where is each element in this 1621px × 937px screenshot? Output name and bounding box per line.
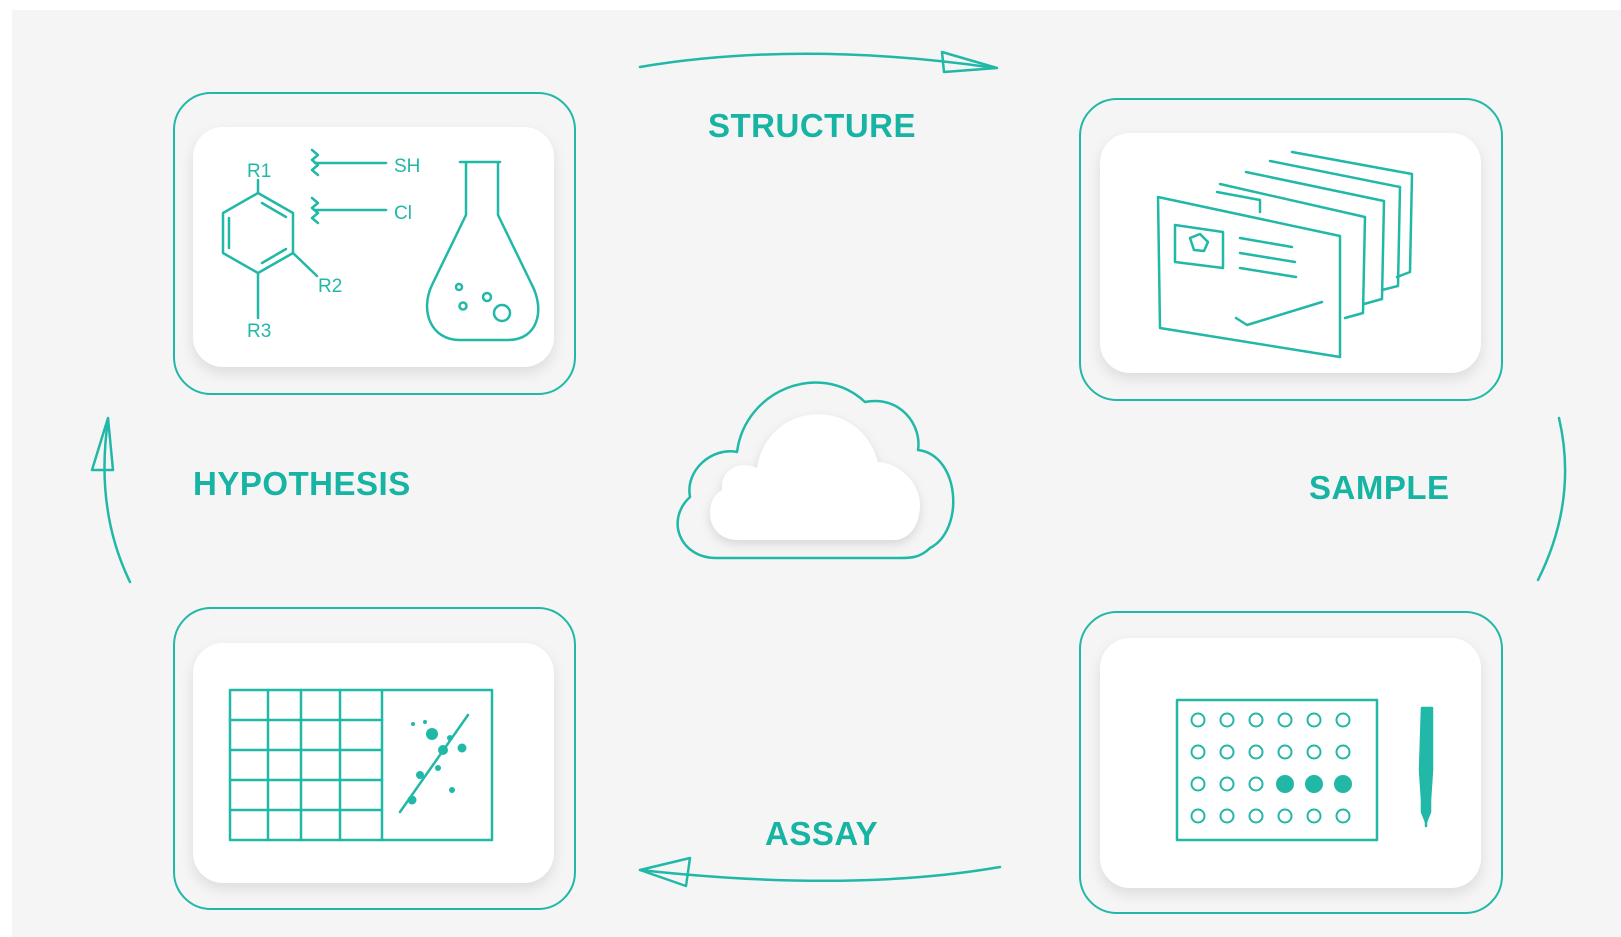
assay-label: ASSAY — [765, 815, 879, 852]
sample-label: SAMPLE — [1309, 469, 1450, 506]
well-empty — [1248, 712, 1264, 728]
arc-sample-to-assay-icon — [1536, 416, 1567, 582]
structure-label: STRUCTURE — [708, 107, 916, 144]
well-empty — [1219, 744, 1235, 760]
arrow-structure-to-sample-icon — [638, 50, 999, 74]
molecule-cl-label: Cl — [394, 203, 412, 224]
well-empty — [1248, 808, 1264, 824]
well-empty — [1190, 776, 1206, 792]
well-empty — [1248, 744, 1264, 760]
well-filled — [1305, 775, 1323, 793]
well-empty — [1219, 776, 1235, 792]
molecule-r1-label: R1 — [247, 161, 271, 182]
data-grid-scatter-icon — [228, 688, 494, 842]
well-empty — [1219, 808, 1235, 824]
well-empty — [1190, 712, 1206, 728]
well-plate-pipette-icon — [1175, 698, 1434, 842]
well-empty — [1248, 776, 1264, 792]
assay-card-inner — [1100, 638, 1481, 888]
well-grid — [1190, 712, 1352, 824]
hypothesis-card-inner — [193, 643, 554, 883]
arrow-assay-to-hypothesis-icon — [638, 856, 1002, 888]
chemistry-icon — [221, 148, 540, 342]
well-empty — [1306, 808, 1322, 824]
well-empty — [1277, 712, 1293, 728]
well-empty — [1335, 808, 1351, 824]
molecule-r3-label: R3 — [247, 321, 271, 342]
well-empty — [1190, 744, 1206, 760]
cloud-icon — [676, 381, 955, 560]
well-empty — [1306, 712, 1322, 728]
documents-stack-icon — [1156, 150, 1414, 359]
well-empty — [1335, 712, 1351, 728]
well-filled — [1276, 775, 1294, 793]
well-empty — [1219, 712, 1235, 728]
well-filled — [1334, 775, 1352, 793]
molecule-sh-label: SH — [394, 156, 420, 177]
well-empty — [1277, 808, 1293, 824]
molecule-r2-label: R2 — [318, 276, 342, 297]
hypothesis-label: HYPOTHESIS — [193, 465, 411, 502]
structure-card-inner — [193, 127, 554, 367]
well-empty — [1335, 744, 1351, 760]
well-empty — [1306, 744, 1322, 760]
well-empty — [1277, 744, 1293, 760]
arrow-hypothesis-to-structure-icon — [90, 416, 132, 584]
scatter-points — [407, 720, 467, 805]
well-empty — [1190, 808, 1206, 824]
